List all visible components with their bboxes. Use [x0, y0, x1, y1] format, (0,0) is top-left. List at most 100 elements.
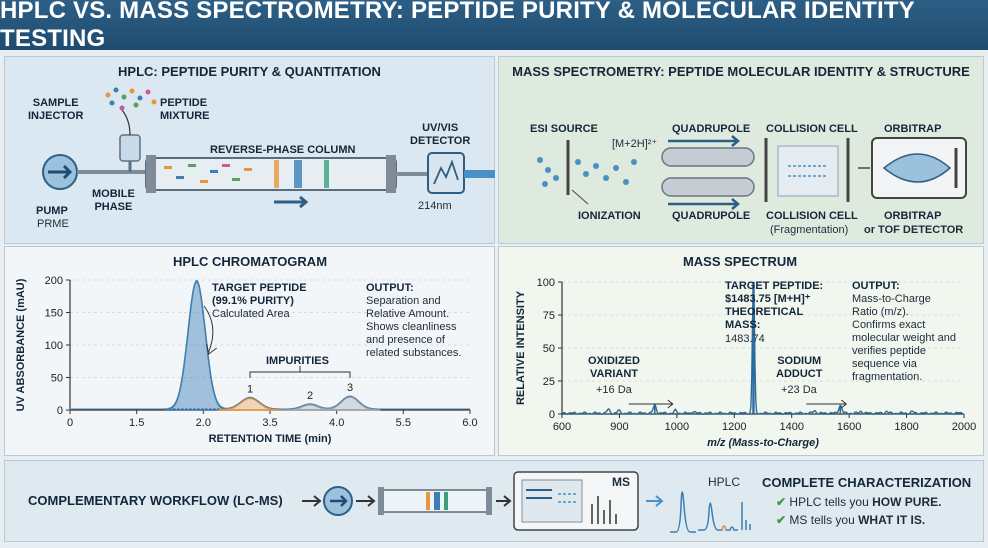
- x-tick-label: 600: [553, 421, 571, 433]
- ms-instrument-diagram: [537, 135, 967, 210]
- quadrupole-top-label: QUADRUPOLE: [672, 123, 751, 135]
- workflow-arrow-1: [302, 495, 322, 507]
- chrom-target-sub-label: Calculated Area: [212, 308, 290, 320]
- reverse-phase-column: [145, 157, 397, 191]
- hplc-panel-title: HPLC: PEPTIDE PURITY & QUANTITATION: [118, 64, 381, 79]
- x-tick-label: 2000: [952, 421, 976, 433]
- spec-target-value: 1483.74: [725, 333, 765, 345]
- flow-arrow-icon: [274, 195, 309, 209]
- column-band-green: [324, 160, 329, 188]
- detector-signal-icon: [433, 159, 459, 185]
- column-band-orange: [274, 160, 279, 188]
- y-tick-label: 75: [543, 310, 555, 322]
- ion-charge-label: [M+2H]²⁺: [612, 138, 658, 150]
- pump-label: PUMP: [36, 205, 68, 217]
- x-tick-label: 2.0: [196, 417, 211, 429]
- complete-characterization-heading: COMPLETE CHARACTERIZATION: [762, 475, 972, 490]
- column-end-right: [386, 155, 396, 193]
- x-tick-label: 1400: [779, 421, 803, 433]
- collision-cell-icon: [777, 145, 839, 197]
- x-tick-label: 5.5: [396, 417, 411, 429]
- workflow-arrow-3: [496, 495, 512, 507]
- orbitrap-top-label: ORBITRAP: [884, 123, 942, 135]
- workflow-pump-arrow: [330, 495, 348, 507]
- orbitrap-sub-label: or TOF DETECTOR: [864, 224, 964, 236]
- x-tick-label: 1600: [837, 421, 861, 433]
- chromatogram-panel: [4, 246, 495, 456]
- spectrum-panel: [498, 246, 984, 456]
- spec-output-heading: OUTPUT:: [852, 280, 900, 292]
- page-title: HPLC VS. MASS SPECTROMETRY: PEPTIDE PURI…: [0, 0, 988, 52]
- check-icon: ✔: [776, 513, 787, 527]
- chromatogram-peak-impurity-3: [319, 396, 381, 411]
- impurity-number-label: 2: [307, 390, 313, 402]
- workflow-panel: [4, 460, 984, 542]
- collision-cell-sub-label: (Fragmentation): [770, 224, 849, 236]
- x-tick-label: 0: [67, 417, 73, 429]
- quadrupole-bottom-icon: [661, 177, 755, 197]
- x-tick-label: 1800: [894, 421, 918, 433]
- workflow-diagram: [302, 471, 696, 533]
- collision-cell-bottom-label: COLLISION CELL: [766, 210, 858, 222]
- x-tick-label: 4.0: [329, 417, 344, 429]
- sodium-adduct-label: SODIUM ADDUCT: [776, 355, 823, 380]
- workflow-mini-chromatogram: [670, 491, 696, 533]
- y-tick-label: 100: [45, 340, 63, 352]
- impurity-number-label: 1: [247, 383, 253, 395]
- check-icon: ✔: [776, 495, 787, 509]
- y-axis-label: UV ABSORBANCE (mAU): [15, 278, 27, 411]
- y-tick-label: 150: [45, 308, 63, 320]
- ionization-label: IONIZATION: [578, 210, 641, 222]
- workflow-arrow-2: [356, 495, 376, 507]
- spectrum-title: MASS SPECTRUM: [682, 254, 798, 269]
- column-band-blue: [294, 160, 302, 188]
- oxidized-variant-value: +16 Da: [596, 384, 632, 396]
- x-tick-label: 3.5: [262, 417, 277, 429]
- pump-arrow-icon: [48, 164, 73, 180]
- workflow-ms-label: MS: [612, 475, 630, 489]
- hplc-how-pure-line: ✔ HPLC tells you HOW PURE.: [776, 495, 942, 509]
- workflow-mini-peaks: [698, 502, 751, 531]
- collision-fragments-icon: [788, 165, 828, 177]
- column-label: REVERSE-PHASE COLUMN: [210, 144, 356, 156]
- ion-droplets-icon: [537, 157, 637, 187]
- orbitrap-bottom-label: ORBITRAP: [884, 210, 942, 222]
- spectrum-trace: [561, 281, 965, 416]
- x-tick-label: 1200: [722, 421, 746, 433]
- spec-target-label: TARGET PEPTIDE: $1483.75 [M+H]⁺ THEORETI…: [725, 280, 824, 331]
- target-pointer-head: [206, 343, 217, 355]
- workflow-spectrum-bars: [591, 496, 617, 524]
- sodium-adduct-value: +23 Da: [781, 384, 817, 396]
- oxidized-arrow: [628, 399, 674, 409]
- impurity-number-label: 3: [347, 382, 353, 394]
- target-pointer: [203, 305, 214, 353]
- x-axis-label: m/z (Mass-to-Charge): [707, 437, 819, 449]
- esi-source-label: ESI SOURCE: [530, 123, 598, 135]
- spec-output-body: Mass-to-Charge Ratio (m/z). Confirms exa…: [852, 293, 956, 383]
- oxidized-variant-label: OXIDIZED VARIANT: [588, 355, 640, 380]
- y-tick-label: 25: [543, 376, 555, 388]
- y-tick-label: 50: [51, 373, 63, 385]
- mobile-phase-label: MOBILE PHASE: [92, 188, 135, 213]
- impurities-bracket: [249, 366, 351, 378]
- chromatogram-peak-impurity-1: [217, 397, 283, 411]
- ms-what-it-is-line: ✔ MS tells you WHAT IT IS.: [776, 513, 926, 527]
- pump-sub-label: PRME: [37, 218, 69, 230]
- quadrupole-top-icon: [661, 147, 755, 167]
- chromatogram-trace: [69, 279, 470, 410]
- injector-icon: [119, 134, 141, 162]
- wavelength-label: 214nm: [418, 200, 452, 212]
- x-tick-label: 6.0: [462, 417, 477, 429]
- workflow-label: COMPLEMENTARY WORKFLOW (LC-MS): [28, 493, 283, 508]
- workflow-hplc-mini-label: HPLC: [708, 475, 741, 489]
- workflow-arrow-4: [646, 495, 664, 507]
- y-tick-label: 50: [543, 343, 555, 355]
- y-tick-label: 100: [537, 277, 555, 289]
- x-tick-label: 1000: [665, 421, 689, 433]
- x-axis-label: RETENTION TIME (min): [209, 433, 332, 445]
- chrom-output-body: Separation and Relative Amount. Shows cl…: [366, 295, 462, 359]
- peptide-mixture-label: PEPTIDE MIXTURE: [160, 97, 210, 122]
- hplc-panel: [4, 56, 495, 244]
